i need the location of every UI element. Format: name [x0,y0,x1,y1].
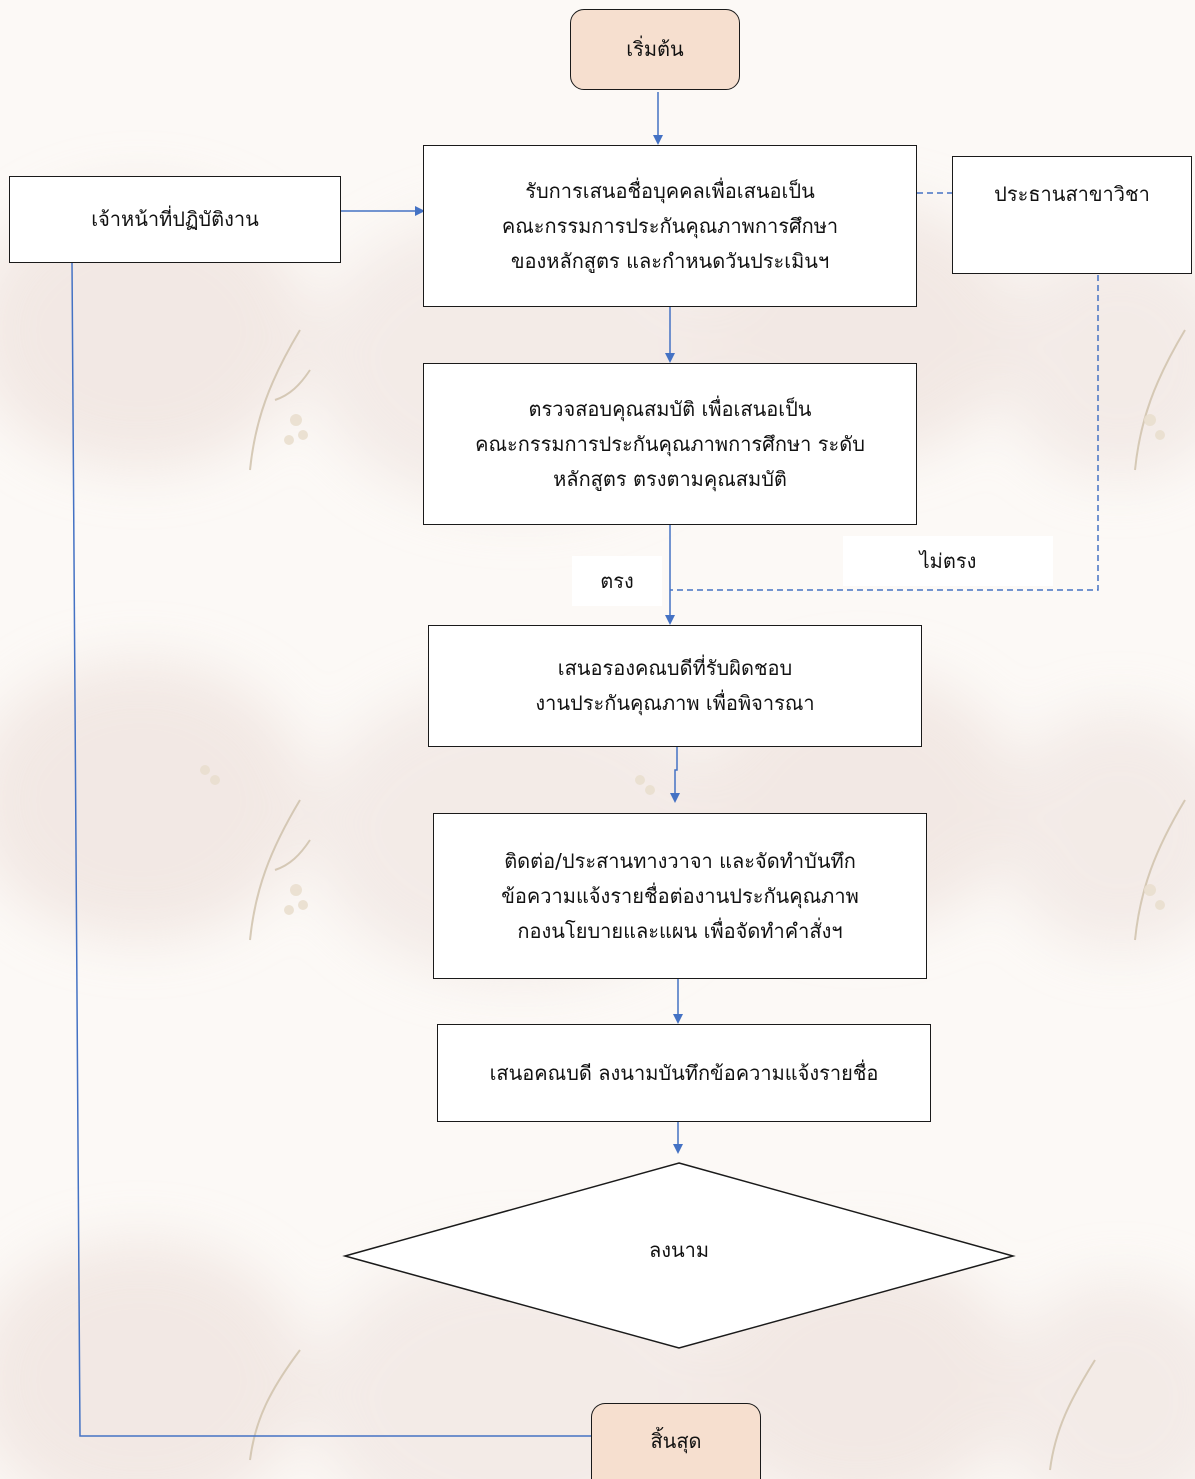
start-terminal: เริ่มต้น [570,9,740,90]
dashed-chair-to-flow [670,275,1099,591]
step4-line3: กองนโยบายและแผน เพื่อจัดทำคำสั่งฯ [517,918,843,943]
arrow-staff-to-end [71,261,674,1441]
step2-line3: หลักสูตร ตรงตามคุณสมบัติ [553,466,787,491]
step4-coordinate-memo: ติดต่อ/ประสานทางวาจา และจัดทำบันทึก ข้อค… [433,813,927,979]
decision-diamond-shape [342,1162,1016,1349]
step3-propose-vice-dean: เสนอรองคณบดีที่รับผิดชอบ งานประกันคุณภาพ… [428,625,922,747]
step4-line2: ข้อความแจ้งรายชื่อต่องานประกันคุณภาพ [501,883,859,908]
step2-line2: คณะกรรมการประกันคุณภาพการศึกษา ระดับ [475,431,865,456]
chair-box: ประธานสาขาวิชา [952,156,1192,274]
step3-line2: งานประกันคุณภาพ เพื่อพิจารณา [535,691,815,715]
yes-label: ตรง [572,556,662,606]
end-terminal: สิ้นสุด [591,1403,761,1479]
step5-dean-sign-memo: เสนอคณบดี ลงนามบันทึกข้อความแจ้งรายชื่อ [437,1024,931,1122]
staff-label: เจ้าหน้าที่ปฏิบัติงาน [91,207,259,231]
staff-box: เจ้าหน้าที่ปฏิบัติงาน [9,176,341,263]
step1-line1: รับการเสนอชื่อบุคคลเพื่อเสนอเป็น [525,178,815,203]
decision-label: ลงนาม [648,1238,710,1262]
step3-line1: เสนอรองคณบดีที่รับผิดชอบ [557,656,793,680]
step5-label: เสนอคณบดี ลงนามบันทึกข้อความแจ้งรายชื่อ [489,1060,879,1085]
no-label: ไม่ตรง [843,536,1053,586]
start-label: เริ่มต้น [626,37,684,61]
arrow-step3-to-step4 [670,747,680,803]
step1-line2: คณะกรรมการประกันคุณภาพการศึกษา [501,213,839,238]
step2-check-qualifications: ตรวจสอบคุณสมบัติ เพื่อเสนอเป็น คณะกรรมกา… [423,363,917,525]
step1-line3: ของหลักสูตร และกำหนดวันประเมินฯ [510,248,830,273]
chair-label: ประธานสาขาวิชา [994,182,1150,206]
end-label: สิ้นสุด [650,1429,702,1453]
step1-receive-nominations: รับการเสนอชื่อบุคคลเพื่อเสนอเป็น คณะกรรม… [423,145,917,307]
step2-line1: ตรวจสอบคุณสมบัติ เพื่อเสนอเป็น [528,396,812,421]
step4-line1: ติดต่อ/ประสานทางวาจา และจัดทำบันทึก [504,848,856,873]
